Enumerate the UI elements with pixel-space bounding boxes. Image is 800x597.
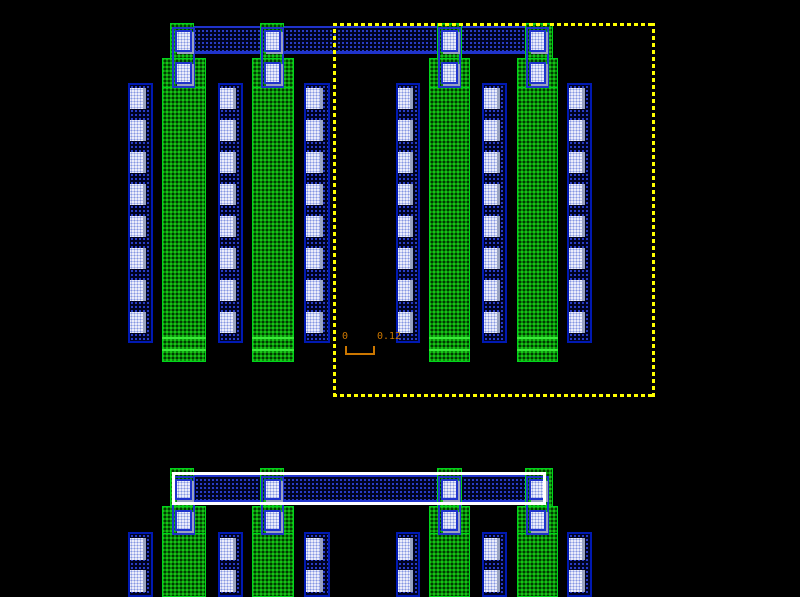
contact-via[interactable]: [306, 570, 323, 592]
via-outline: [172, 476, 195, 535]
contact-via[interactable]: [220, 88, 236, 109]
contact-via[interactable]: [306, 538, 323, 560]
contact-via[interactable]: [441, 510, 458, 531]
gate-column[interactable]: [252, 533, 294, 597]
contact-via[interactable]: [306, 152, 323, 173]
contact-via[interactable]: [569, 538, 585, 560]
contact-via[interactable]: [220, 216, 236, 237]
contact-via[interactable]: [175, 479, 192, 500]
selection-box[interactable]: [333, 23, 655, 397]
contact-via[interactable]: [264, 62, 281, 84]
contact-via[interactable]: [569, 570, 585, 592]
contact-via[interactable]: [220, 184, 236, 205]
gate-boundary-line: [162, 349, 206, 351]
contact-via[interactable]: [220, 152, 236, 173]
contact-via[interactable]: [130, 120, 146, 141]
contact-via[interactable]: [529, 479, 546, 500]
contact-via[interactable]: [306, 312, 323, 333]
gate-boundary-line: [252, 349, 294, 351]
contact-via[interactable]: [130, 312, 146, 333]
contact-via[interactable]: [306, 184, 323, 205]
poly-contact-pad[interactable]: [517, 506, 558, 538]
contact-via[interactable]: [264, 510, 281, 531]
gate-column[interactable]: [252, 87, 294, 362]
contact-via[interactable]: [130, 538, 146, 560]
contact-via[interactable]: [220, 538, 236, 560]
gate-column[interactable]: [429, 533, 470, 597]
contact-via[interactable]: [306, 216, 323, 237]
contact-via[interactable]: [175, 510, 192, 531]
contact-via[interactable]: [175, 30, 192, 52]
gate-column[interactable]: [517, 533, 558, 597]
via-outline: [526, 476, 549, 535]
ruler-bracket: [345, 346, 375, 355]
contact-via[interactable]: [220, 280, 236, 301]
contact-via[interactable]: [220, 312, 236, 333]
ruler-label-end: 0.12: [377, 331, 402, 342]
contact-via[interactable]: [484, 570, 500, 592]
via-outline: [261, 476, 284, 535]
highlight-outline: [172, 472, 546, 505]
contact-via[interactable]: [441, 479, 458, 500]
contact-via[interactable]: [130, 570, 146, 592]
gate-column[interactable]: [162, 533, 206, 597]
via-outline: [261, 27, 284, 88]
contact-via[interactable]: [529, 510, 546, 531]
contact-via[interactable]: [264, 479, 281, 500]
ruler-label-start: 0: [342, 331, 349, 342]
metal-bus[interactable]: [176, 475, 543, 503]
contact-via[interactable]: [398, 570, 413, 592]
contact-via[interactable]: [220, 120, 236, 141]
contact-via[interactable]: [398, 538, 413, 560]
contact-via[interactable]: [306, 248, 323, 269]
via-outline: [172, 27, 195, 88]
gate-boundary-line: [252, 337, 294, 339]
contact-via[interactable]: [130, 184, 146, 205]
contact-via[interactable]: [484, 538, 500, 560]
via-outline: [438, 476, 461, 535]
contact-via[interactable]: [175, 62, 192, 84]
contact-via[interactable]: [220, 248, 236, 269]
contact-via[interactable]: [306, 120, 323, 141]
contact-via[interactable]: [306, 280, 323, 301]
contact-via[interactable]: [130, 88, 146, 109]
gate-column[interactable]: [162, 87, 206, 362]
gate-boundary-line: [162, 337, 206, 339]
contact-via[interactable]: [264, 30, 281, 52]
contact-via[interactable]: [130, 280, 146, 301]
contact-via[interactable]: [130, 248, 146, 269]
contact-via[interactable]: [130, 152, 146, 173]
contact-via[interactable]: [130, 216, 146, 237]
contact-via[interactable]: [306, 88, 323, 109]
contact-via[interactable]: [220, 570, 236, 592]
